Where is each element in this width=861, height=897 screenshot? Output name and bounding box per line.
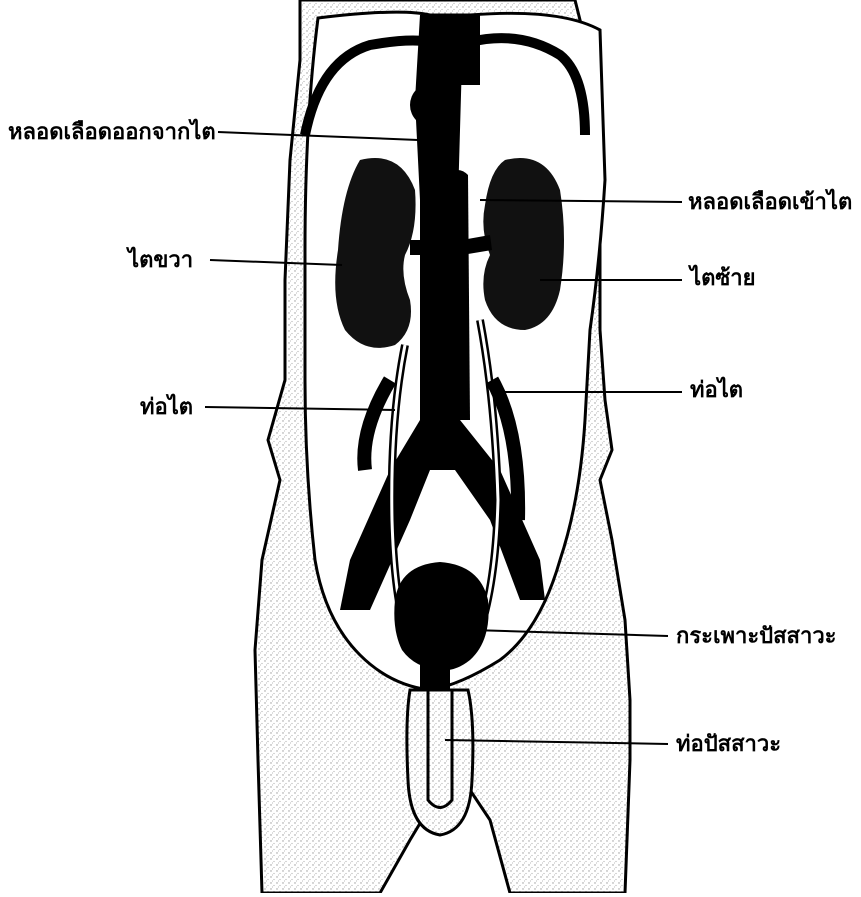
label-ureter-right-side: ท่อไต	[690, 380, 743, 402]
label-bladder: กระเพาะปัสสาวะ	[676, 626, 837, 648]
bladder-neck	[420, 660, 450, 690]
label-left-kidney: ไตซ้าย	[690, 268, 756, 290]
label-ureter-left-side: ท่อไต	[140, 397, 193, 419]
renal-vein-right	[410, 240, 445, 255]
aorta-upper	[420, 15, 480, 85]
label-urethra: ท่อปัสสาวะ	[676, 734, 781, 756]
genital-outline	[407, 690, 473, 835]
label-renal-vein: หลอดเลือดออกจากไต	[8, 122, 216, 144]
inferior-vena-cava	[448, 170, 470, 420]
bladder	[394, 562, 488, 670]
left-kidney	[483, 158, 564, 330]
vessel-node	[410, 83, 454, 127]
label-renal-artery: หลอดเลือดเข้าไต	[688, 192, 852, 214]
label-right-kidney: ไตขวา	[128, 250, 193, 272]
